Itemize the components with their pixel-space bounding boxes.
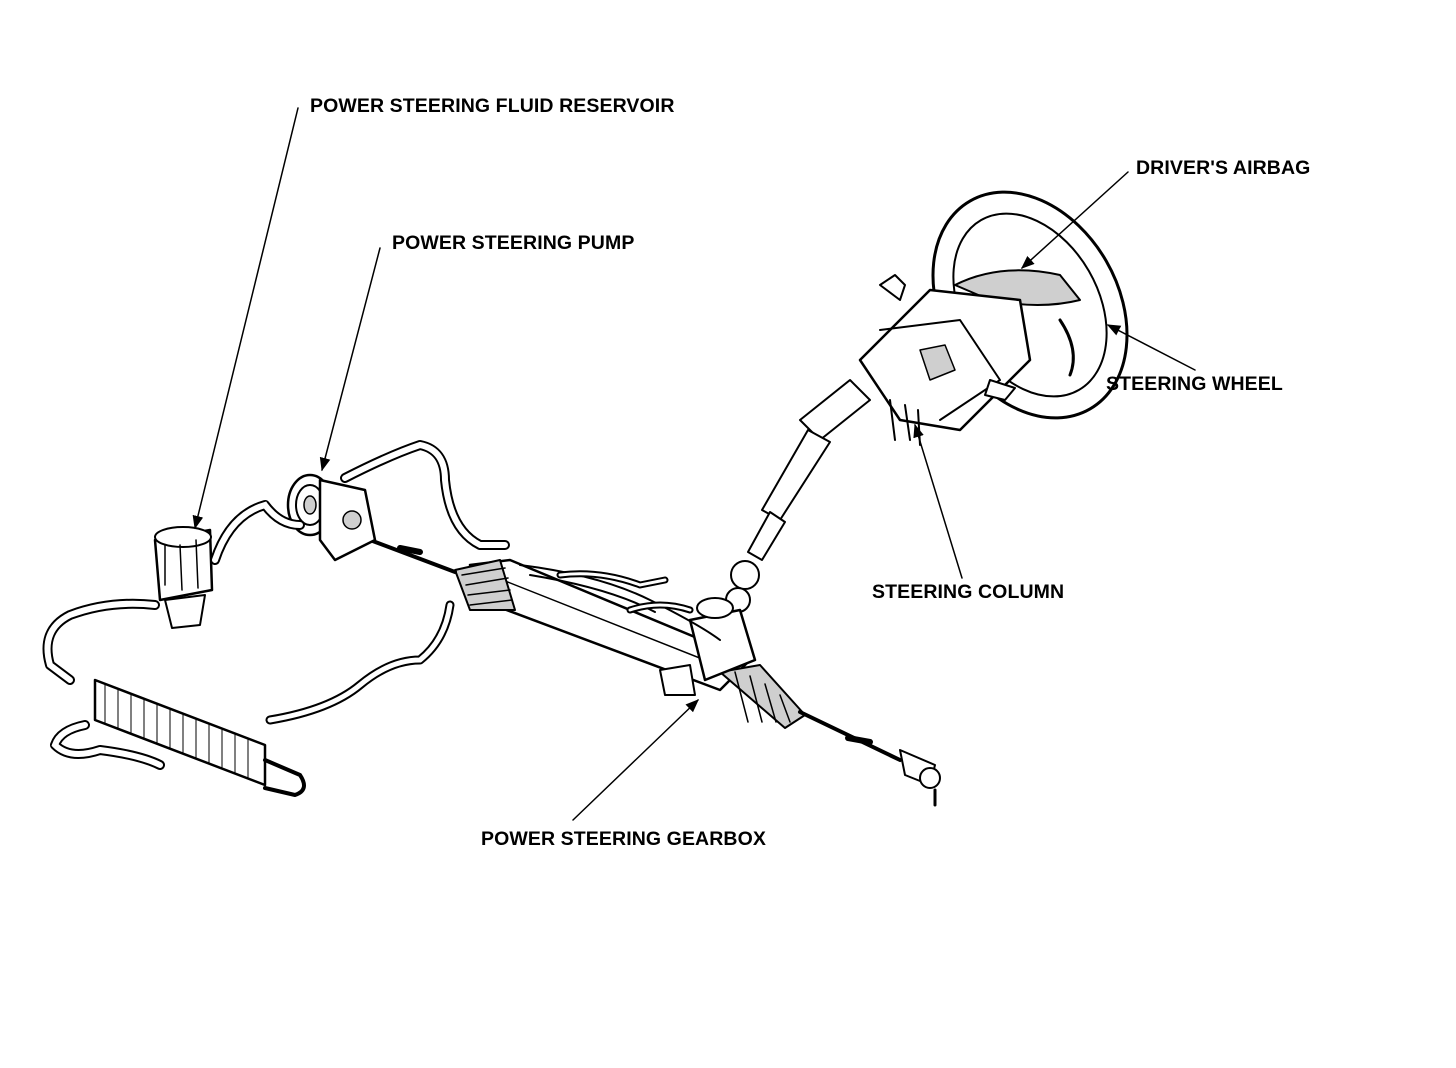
hoses-drawing — [42, 440, 694, 770]
label-pump: POWER STEERING PUMP — [392, 232, 635, 254]
leader-pump — [319, 247, 381, 472]
leader-lines — [192, 107, 1196, 821]
leader-fluid-reservoir — [192, 107, 299, 530]
label-steering-column: STEERING COLUMN — [872, 581, 1065, 603]
leader-gearbox — [572, 699, 699, 821]
label-steering-wheel: STEERING WHEEL — [1106, 373, 1283, 395]
steering-column-drawing — [725, 274, 1032, 613]
label-drivers-airbag: DRIVER'S AIRBAG — [1136, 157, 1311, 179]
gearbox-drawing — [368, 538, 941, 807]
leader-steering-column — [913, 423, 963, 579]
pump-drawing — [286, 473, 377, 562]
cooler-drawing — [93, 678, 306, 797]
leader-drivers-airbag — [1020, 171, 1129, 269]
label-gearbox: POWER STEERING GEARBOX — [481, 828, 766, 850]
label-fluid-reservoir: POWER STEERING FLUID RESERVOIR — [310, 95, 675, 117]
leader-steering-wheel — [1106, 324, 1196, 371]
fluid-reservoir-drawing — [153, 526, 214, 629]
